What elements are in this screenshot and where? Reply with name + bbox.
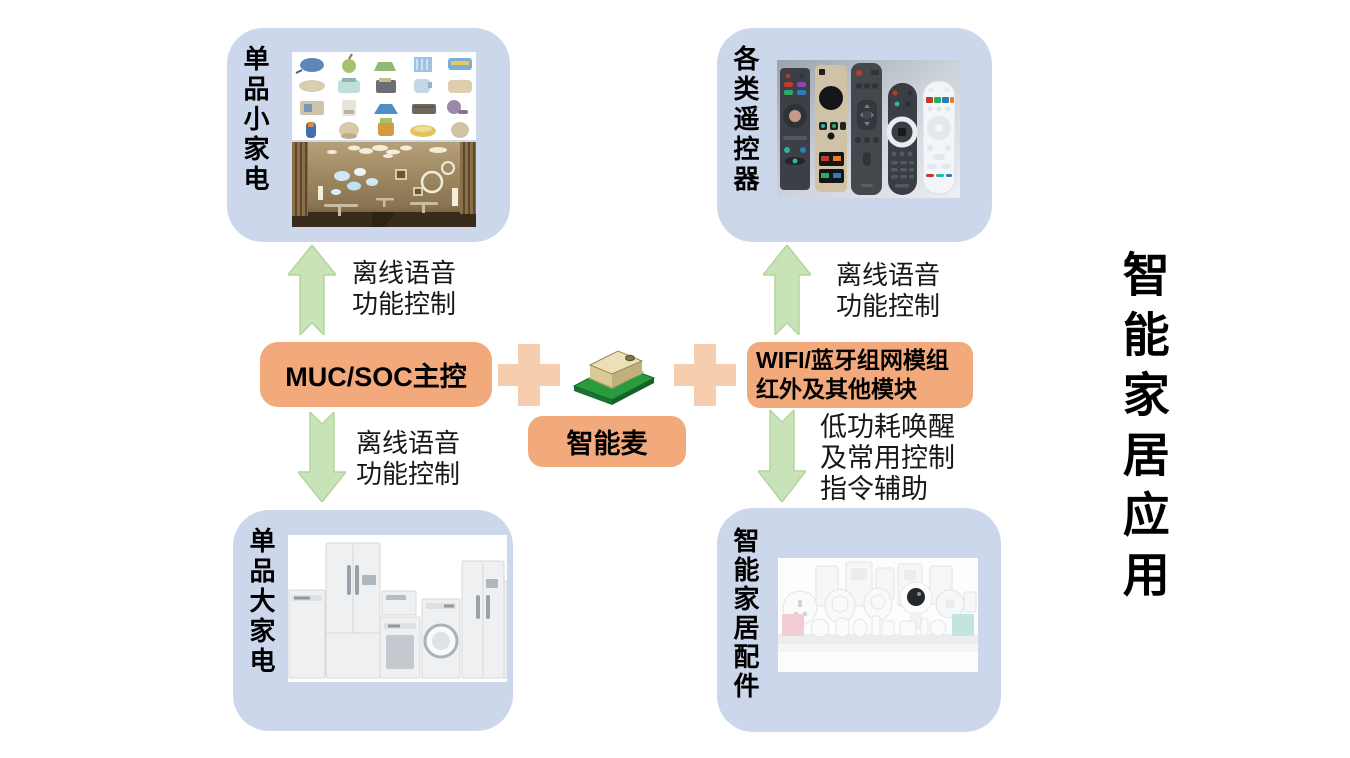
caption-line: 指令辅助 <box>820 474 928 504</box>
caption-line: 功能控制 <box>836 291 941 321</box>
node-large-appliances: 单品大家电 <box>233 510 513 731</box>
module-box-line: WIFI/蓝牙组网模组 <box>756 347 949 373</box>
caption-top-left: 离线语音 功能控制 <box>352 258 456 320</box>
large-appliances-photo <box>288 535 507 682</box>
wifi-bt-module-box: WIFI/蓝牙组网模组 红外及其他模块 <box>747 342 973 408</box>
smart-mic-box: 智能麦 <box>528 416 686 467</box>
caption-line: 离线语音 <box>352 258 457 288</box>
caption-line: 离线语音 <box>836 260 941 290</box>
remote-controls-photo <box>777 60 960 198</box>
plus-icon <box>498 344 560 406</box>
caption-line: 低功耗唤醒 <box>820 412 955 442</box>
caption-line: 离线语音 <box>356 428 461 458</box>
node-small-appliances: 单品小家电 <box>227 28 510 242</box>
plus-icon <box>674 344 736 406</box>
caption-bottom-left: 离线语音 功能控制 <box>356 428 460 490</box>
module-box-line: 红外及其他模块 <box>756 376 917 402</box>
node-small-appliances-label: 单品小家电 <box>240 45 270 195</box>
small-appliances-photo <box>292 52 476 140</box>
arrow-down-icon <box>758 410 806 502</box>
page-title: 智能家居应用 <box>1115 250 1169 610</box>
mems-mic-chip-image <box>572 350 656 405</box>
node-remote-controls-label: 各类遥控器 <box>730 45 760 195</box>
lighting-showroom-photo <box>292 142 476 227</box>
mcu-soc-box: MUC/SOC主控 <box>260 342 492 407</box>
caption-line: 及常用控制 <box>820 443 955 473</box>
node-smart-home-accessories-label: 智能家居配件 <box>730 527 760 701</box>
node-smart-home-accessories: 智能家居配件 <box>717 508 1001 732</box>
node-remote-controls: 各类遥控器 <box>717 28 992 242</box>
caption-line: 功能控制 <box>352 289 457 319</box>
smart-home-accessories-photo <box>778 558 978 672</box>
caption-line: 功能控制 <box>356 459 461 489</box>
node-large-appliances-label: 单品大家电 <box>246 527 276 677</box>
arrow-down-icon <box>298 412 346 502</box>
arrow-up-icon <box>288 245 336 335</box>
arrow-up-icon <box>763 245 811 335</box>
caption-bottom-right: 低功耗唤醒 及常用控制 指令辅助 <box>820 412 955 505</box>
caption-top-right: 离线语音 功能控制 <box>836 260 940 322</box>
